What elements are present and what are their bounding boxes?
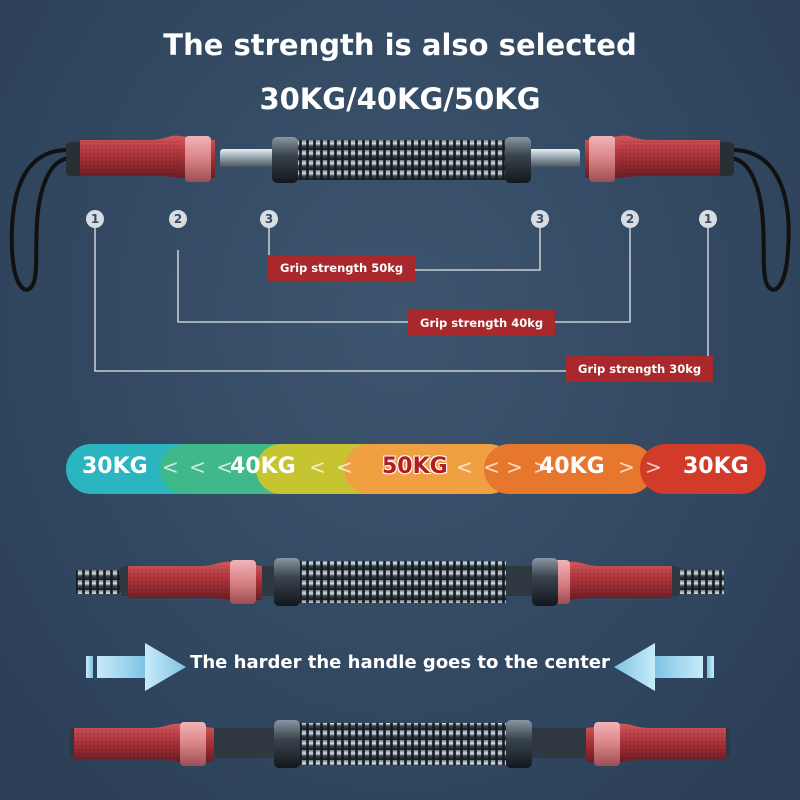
marker-3-right: 3 [531, 210, 549, 228]
right-arrow-icon [614, 643, 714, 691]
leader-line-30kg [94, 228, 709, 372]
scale-label-40kg-right: 40KG [539, 454, 605, 479]
marker-1-right: 1 [699, 210, 717, 228]
scale-segment-40kg-right [484, 444, 654, 494]
grip-bar-compressed [70, 720, 730, 768]
scale-chevrons-3: < < [456, 455, 502, 479]
scale-chevrons-4: > > [506, 455, 552, 479]
scale-chevrons-2: < < [309, 455, 355, 479]
page-title-line-1: The strength is also selected [163, 28, 637, 62]
scale-label-40kg-left: 40KG [230, 454, 296, 479]
strength-scale [66, 444, 766, 494]
grip-tag-40kg: Grip strength 40kg [408, 310, 556, 336]
scale-chevrons-1: < < < [162, 455, 235, 479]
right-lanyard [727, 148, 791, 292]
marker-3-left: 3 [260, 210, 278, 228]
caption-text: The harder the handle goes to the center [190, 652, 610, 673]
marker-1-left: 1 [86, 210, 104, 228]
scale-label-30kg-right: 30KG [683, 454, 749, 479]
grip-tag-30kg: Grip strength 30kg [566, 356, 714, 382]
grip-bar-extended [9, 135, 791, 292]
scale-segment-30kg-right [640, 444, 766, 494]
grip-tag-50kg: Grip strength 50kg [268, 255, 416, 281]
marker-2-right: 2 [621, 210, 639, 228]
left-lanyard [9, 148, 73, 292]
scale-chevrons-5: > > [618, 455, 664, 479]
grip-bar-middle [76, 558, 724, 606]
page-title-line-2: 30KG/40KG/50KG [259, 82, 541, 116]
scale-label-30kg-left: 30KG [82, 454, 148, 479]
marker-2-left: 2 [169, 210, 187, 228]
left-arrow-icon [86, 643, 186, 691]
scale-segment-50kg [344, 444, 514, 494]
leader-lines [94, 228, 709, 372]
scale-label-50kg: 50KG [382, 454, 448, 479]
leader-line-40kg [177, 228, 631, 323]
